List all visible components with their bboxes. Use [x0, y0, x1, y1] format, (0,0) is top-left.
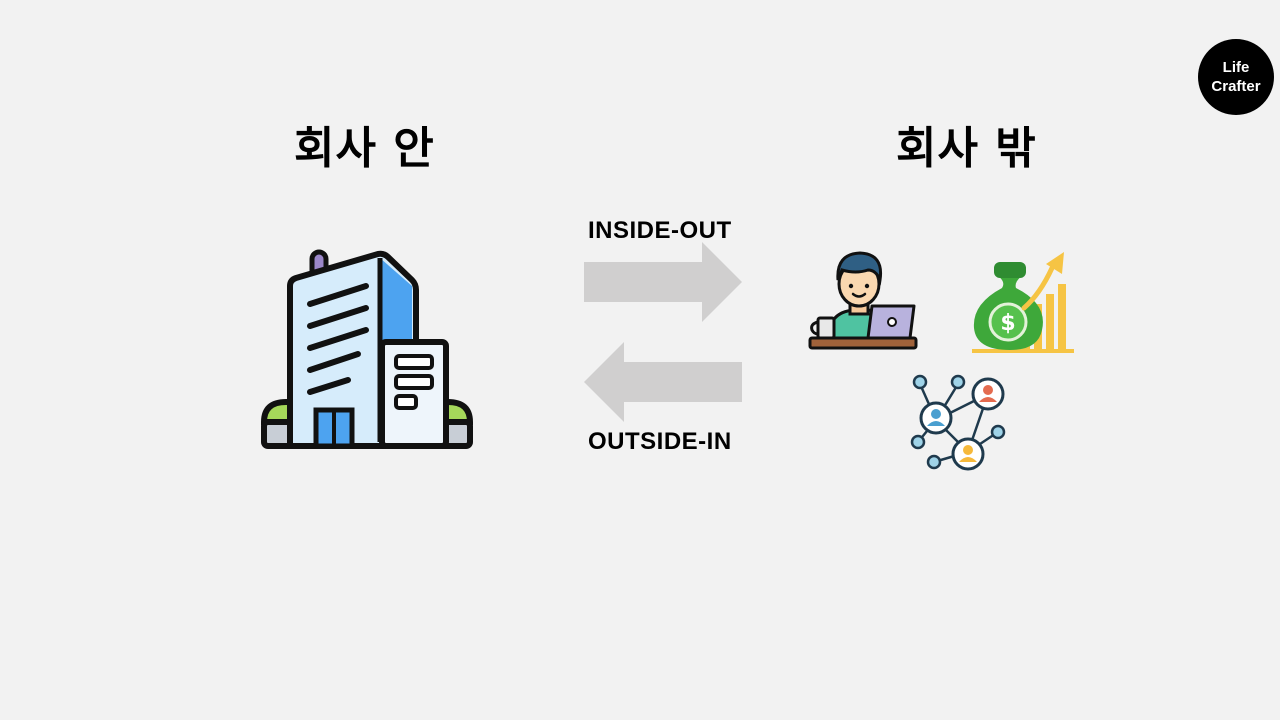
label-outside-in: OUTSIDE-IN	[588, 428, 732, 455]
arrow-left-icon	[584, 342, 742, 422]
people-network-icon	[910, 374, 1006, 471]
logo-line-2: Crafter	[1211, 78, 1261, 95]
office-building-icon	[260, 249, 474, 449]
arrow-right-icon	[584, 242, 742, 322]
freelancer-laptop-icon	[808, 251, 918, 350]
svg-text:$: $	[1000, 311, 1015, 336]
heading-outside-company: 회사 밖	[896, 123, 1037, 174]
label-inside-out: INSIDE-OUT	[588, 217, 732, 244]
money-growth-icon: $	[972, 252, 1074, 353]
life-crafter-logo: Life Crafter	[1198, 39, 1274, 115]
logo-line-1: Life	[1222, 59, 1250, 76]
heading-inside-company: 회사 안	[294, 123, 435, 174]
